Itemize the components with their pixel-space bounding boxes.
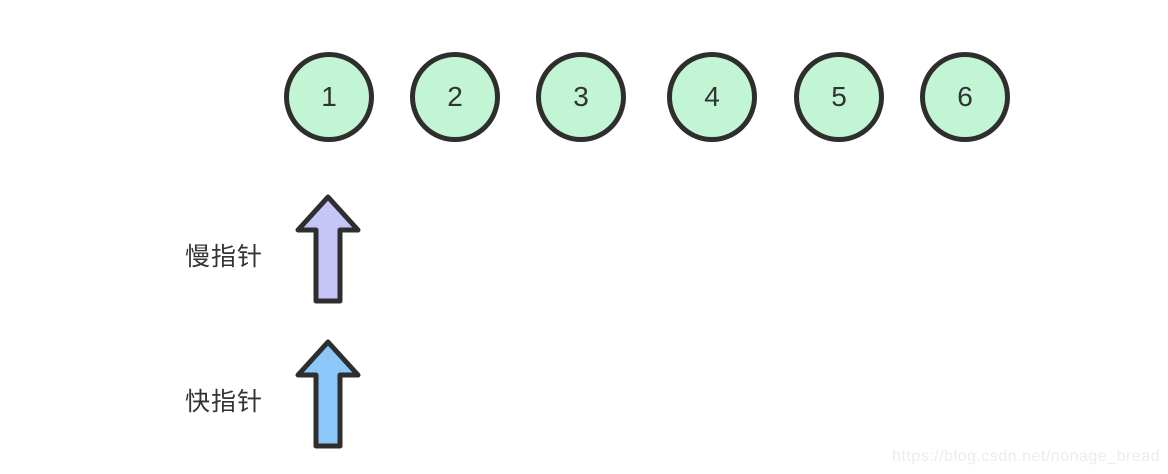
- node-label: 2: [447, 81, 463, 112]
- list-node-1: 1: [284, 52, 374, 142]
- node-label: 6: [957, 81, 973, 112]
- list-node-6: 6: [920, 52, 1010, 142]
- list-node-5: 5: [794, 52, 884, 142]
- node-label: 1: [321, 81, 337, 112]
- slow-arrow-shape: [295, 194, 361, 304]
- node-label: 5: [831, 81, 847, 112]
- list-node-2: 2: [410, 52, 500, 142]
- list-node-4: 4: [667, 52, 757, 142]
- slow-pointer-label: 慢指针: [185, 243, 264, 271]
- fast-pointer-up-arrow-icon: [295, 339, 361, 449]
- fast-pointer-label: 快指针: [185, 388, 264, 416]
- fast-arrow-shape: [295, 339, 361, 449]
- watermark-url: https://blog.csdn.net/nonage_bread: [892, 448, 1160, 465]
- slow-pointer-up-arrow-icon: [295, 194, 361, 304]
- node-label: 3: [573, 81, 589, 112]
- list-node-3: 3: [536, 52, 626, 142]
- node-label: 4: [704, 81, 720, 112]
